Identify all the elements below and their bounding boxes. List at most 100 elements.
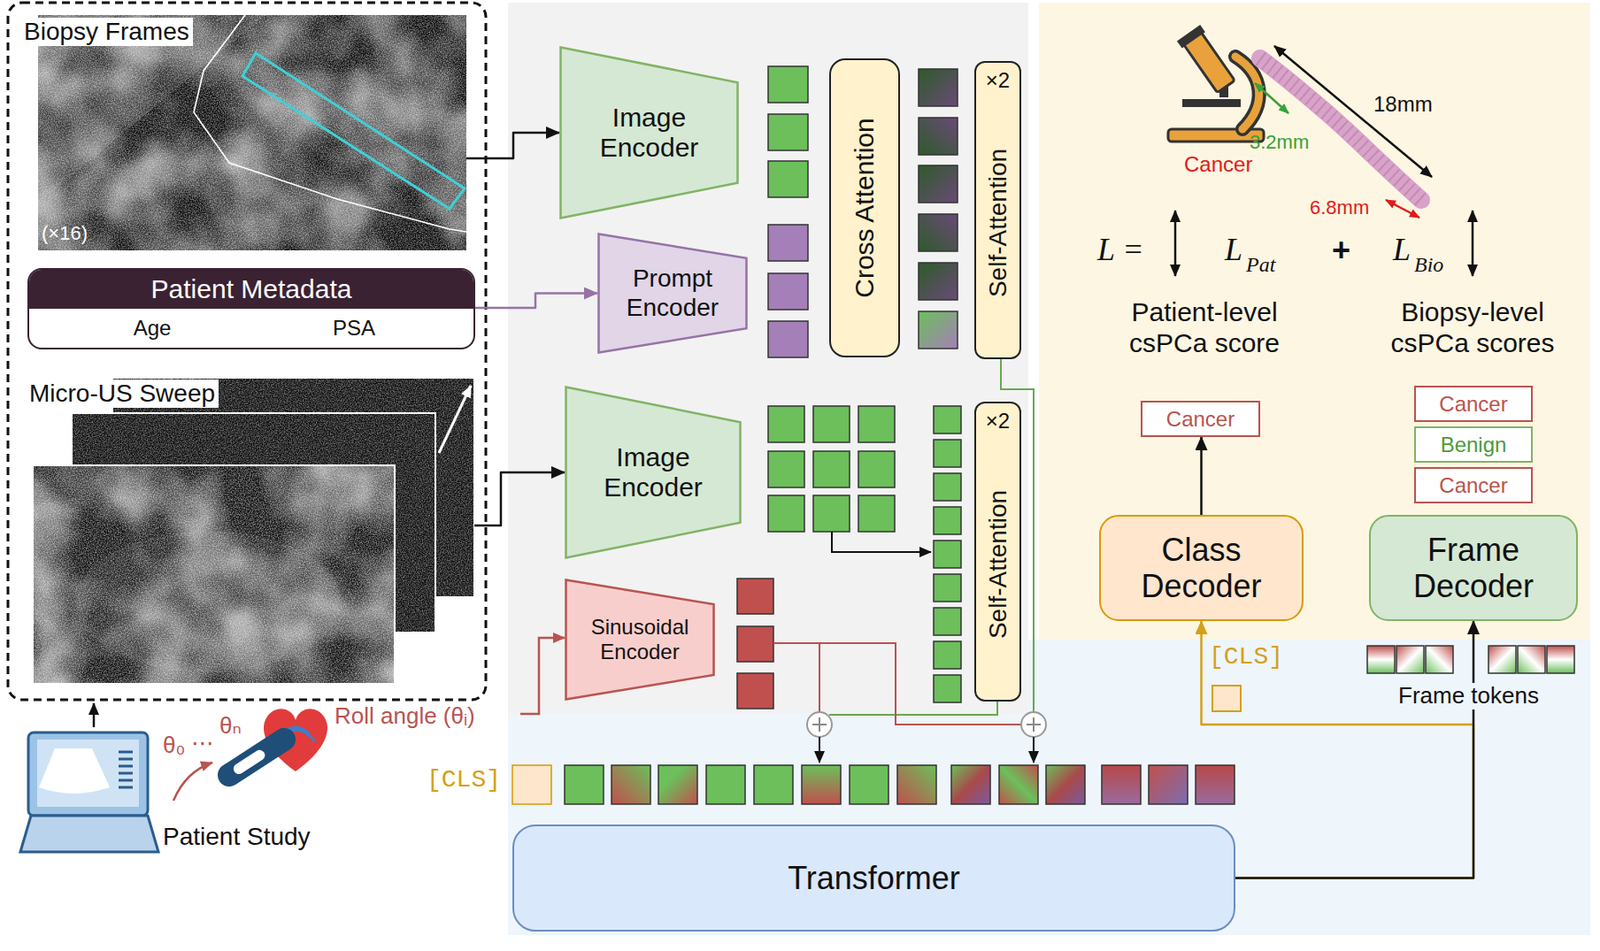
- panel-title: Micro-US Sweep: [25, 379, 219, 408]
- token: [933, 675, 962, 703]
- pathology-label: Cancer: [1184, 152, 1253, 177]
- icon-label: Patient Study: [162, 823, 311, 852]
- cls-token: [1212, 685, 1241, 712]
- token-label: [CLS]: [1208, 643, 1284, 672]
- input-group-outline: [7, 2, 486, 700]
- encoder-trapezoid: Image Encoder: [559, 46, 739, 220]
- repeat-count: ×2: [985, 408, 1010, 434]
- dimension-arrow: [1385, 200, 1420, 218]
- attention-block: ×2Self-Attention: [974, 61, 1022, 360]
- biopsy-core: [1260, 58, 1422, 200]
- token-label: [CLS]: [426, 766, 501, 795]
- token: [768, 321, 808, 358]
- block-label: Self-Attention: [983, 489, 1012, 639]
- token: [1396, 646, 1424, 674]
- panel-background: [1038, 2, 1591, 640]
- token: [813, 495, 850, 532]
- token: [858, 495, 895, 532]
- dimension-arrow: [1274, 46, 1432, 177]
- updown-arrow: [1471, 210, 1475, 277]
- token-label: Frame tokens: [1395, 683, 1542, 710]
- token: [1101, 765, 1141, 805]
- laptop-base: [20, 815, 159, 853]
- encoder-label: Image Encoder: [586, 442, 720, 504]
- token: [858, 451, 895, 488]
- token: [1046, 765, 1085, 805]
- token: [951, 765, 991, 805]
- panel-title: Biopsy Frames: [20, 17, 193, 47]
- laptop-display: [37, 739, 139, 808]
- token-arrow: [1032, 737, 1035, 763]
- token: [1148, 765, 1188, 805]
- leader-arrow: [92, 703, 96, 728]
- decoder-block: Frame Decoder: [1369, 515, 1578, 622]
- block-label: Transformer: [787, 860, 961, 897]
- transformer-block: Transformer: [512, 824, 1236, 932]
- equation-term: L =: [1097, 231, 1145, 269]
- token: [768, 66, 808, 103]
- token: [768, 161, 808, 198]
- encoder-label: Image Encoder: [583, 102, 716, 164]
- microscope-eyepiece: [1176, 24, 1206, 49]
- output-box: Cancer: [1140, 400, 1261, 438]
- sum-symbol: [1021, 712, 1047, 738]
- attention-block: ×2Self-Attention: [974, 401, 1022, 702]
- token: [1425, 646, 1454, 674]
- ultrasound-texture: [32, 465, 395, 685]
- table-cell: PSA: [332, 315, 376, 341]
- token: [768, 273, 808, 310]
- token: [768, 224, 808, 262]
- token: [933, 507, 962, 535]
- token: [933, 641, 962, 670]
- panel-background: [507, 2, 1029, 725]
- connector: [1201, 621, 1475, 879]
- angle-label: θ₀: [162, 732, 185, 760]
- equation-term: L: [1224, 231, 1243, 269]
- equation-subscript: Bio: [1414, 253, 1444, 278]
- trapezoid-outline: [566, 387, 741, 559]
- token: [858, 406, 895, 443]
- encoder-trapezoid: Image Encoder: [564, 385, 742, 560]
- token: [611, 765, 651, 805]
- token: [897, 765, 937, 805]
- biopsy-core: [1260, 58, 1422, 200]
- token: [933, 574, 962, 602]
- dimension-arrow: [1254, 83, 1289, 114]
- probe-window: [231, 748, 268, 777]
- rotation-arc: [173, 762, 213, 801]
- connector: [474, 472, 565, 526]
- token: [1195, 765, 1235, 805]
- ultrasound-frame: [32, 465, 395, 685]
- trapezoid-outline: [561, 47, 739, 219]
- token: [1367, 646, 1395, 674]
- updown-arrow: [1174, 210, 1177, 277]
- dimension-label: 3.2mm: [1249, 130, 1309, 154]
- token: [768, 114, 808, 151]
- ultrasound-texture: [38, 15, 467, 251]
- panel-background: [507, 639, 1591, 936]
- block-label: Self-Attention: [983, 147, 1012, 297]
- connector: [475, 293, 598, 309]
- sum-symbol: [807, 712, 832, 738]
- dimension-label: 18mm: [1373, 92, 1433, 117]
- prostate-shape: [75, 530, 341, 673]
- output-box: Cancer: [1414, 467, 1533, 504]
- image-panel: Biopsy Frames(×16): [20, 15, 467, 251]
- dimension-label: 6.8mm: [1309, 196, 1370, 219]
- attention-block: Cross Attention: [829, 58, 900, 358]
- token: [933, 540, 962, 569]
- table-heading: Patient Metadata: [29, 269, 474, 309]
- equation-subscript: Pat: [1246, 253, 1276, 278]
- token: [918, 214, 958, 252]
- angle-label: Roll angle (θᵢ): [334, 703, 476, 731]
- ultrasound-texture: [38, 15, 467, 251]
- microscope-arm: [1235, 56, 1260, 130]
- token: [737, 673, 774, 709]
- token: [737, 578, 774, 615]
- token: [933, 607, 962, 636]
- token: [658, 765, 698, 805]
- ultrasound-image: [38, 15, 467, 251]
- cls-token: [512, 765, 552, 805]
